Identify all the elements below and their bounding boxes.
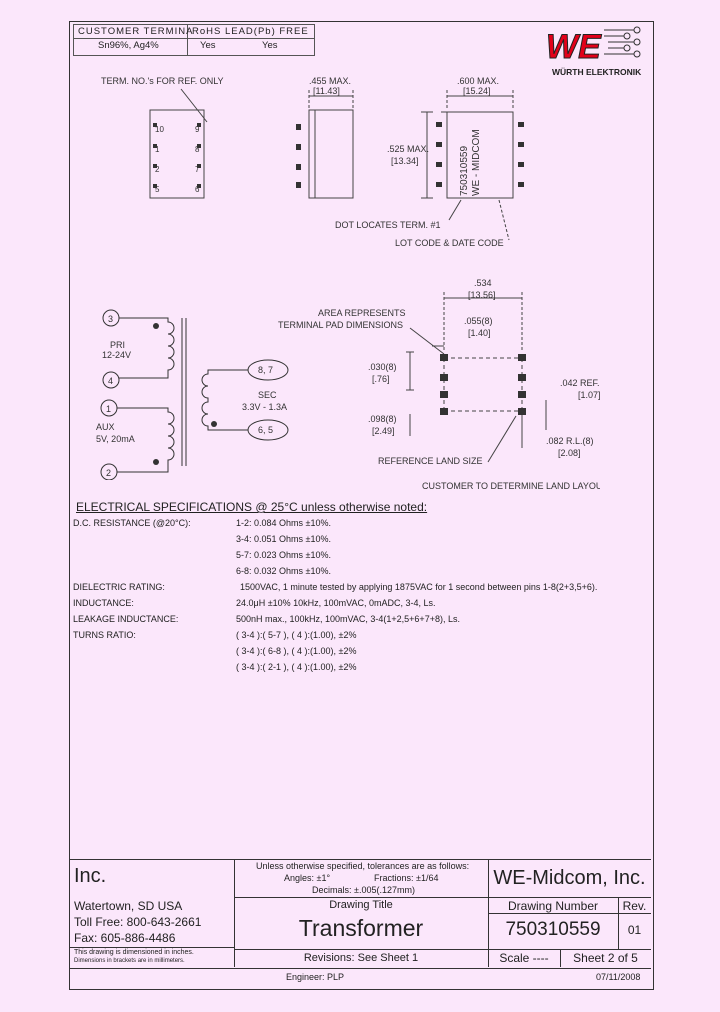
tolerance-fractions: Fractions: ±1/64 bbox=[374, 873, 439, 883]
fax: Fax: 605-886-4486 bbox=[74, 931, 176, 945]
ref-land-note: REFERENCE LAND SIZE bbox=[378, 456, 483, 466]
pin-right-4: 6 bbox=[195, 185, 200, 194]
dcr-label: D.C. RESISTANCE (@20°C): bbox=[73, 518, 191, 528]
drawing-title-label: Drawing Title bbox=[329, 899, 393, 911]
company-name: Inc. bbox=[74, 865, 107, 887]
date: 07/11/2008 bbox=[596, 972, 641, 982]
tolerance-heading: Unless otherwise specified, tolerances a… bbox=[256, 861, 470, 871]
brand-name: WE-Midcom, Inc. bbox=[493, 867, 646, 889]
wurth-logo: WE WÜRTH ELEKTRONIK bbox=[546, 26, 642, 77]
lot-note: LOT CODE & DATE CODE bbox=[395, 238, 504, 248]
customer-note: CUSTOMER TO DETERMINE LAND LAYOUT bbox=[422, 481, 600, 491]
pri-voltage: 12-24V bbox=[102, 350, 131, 360]
table-leadfree: Yes bbox=[262, 40, 278, 51]
pad-h-in: .030(8) bbox=[368, 362, 397, 372]
pad-h-mm: [.76] bbox=[372, 374, 390, 384]
height-in: .525 MAX. bbox=[387, 144, 429, 154]
terminal-finish-table: CUSTOMER TERMINA RoHS LEAD(Pb) FREE Sn96… bbox=[73, 24, 315, 56]
revisions: Revisions: See Sheet 1 bbox=[303, 952, 419, 964]
dielectric-value: 1500VAC, 1 minute tested by applying 187… bbox=[240, 582, 598, 592]
pin-left-1: 10 bbox=[155, 125, 164, 134]
inductance-value: 24.0μH ±10% 10kHz, 100mVAC, 0mADC, 3-4, … bbox=[236, 598, 436, 608]
table-material: Sn96%, Ag4% bbox=[98, 40, 159, 51]
area-note-2: TERMINAL PAD DIMENSIONS bbox=[278, 320, 403, 330]
table-col1-header: CUSTOMER TERMINA bbox=[78, 26, 194, 37]
term-note: TERM. NO.'s FOR REF. ONLY bbox=[101, 76, 224, 86]
sheet: Sheet 2 of 5 bbox=[573, 951, 638, 965]
logo-mark: WE bbox=[546, 28, 602, 66]
drawing-frame bbox=[69, 21, 654, 990]
leakage-label: LEAKAGE INDUCTANCE: bbox=[73, 614, 179, 624]
drawing-number: 750310559 bbox=[505, 919, 601, 940]
part-marking-2: WE - MIDCOM bbox=[471, 129, 482, 196]
sec-rating: 3.3V - 1.3A bbox=[242, 402, 287, 412]
top-in: .534 bbox=[474, 278, 492, 288]
aux-pin-bottom: 2 bbox=[106, 468, 111, 478]
disclaimer-1: This drawing is dimensioned in inches. bbox=[74, 949, 194, 956]
rl-mm: [2.08] bbox=[558, 448, 581, 458]
rev-label: Rev. bbox=[622, 899, 647, 913]
disclaimer-2: Dimensions in brackets are in millimeter… bbox=[74, 958, 185, 964]
tolerance-decimals: Decimals: ±.005(.127mm) bbox=[312, 885, 415, 895]
rl-in: .082 R.L.(8) bbox=[546, 436, 594, 446]
pri-pin-top: 3 bbox=[108, 314, 113, 324]
sec-pin-bottom: 6, 5 bbox=[258, 425, 273, 435]
length-mm: [15.24] bbox=[463, 86, 491, 96]
sec-pin-top: 8, 7 bbox=[258, 365, 273, 375]
width-mm: [11.43] bbox=[313, 86, 340, 96]
dot-note: DOT LOCATES TERM. #1 bbox=[335, 220, 441, 230]
drawing-number-label: Drawing Number bbox=[507, 899, 599, 913]
pitch-in: .098(8) bbox=[368, 414, 397, 424]
dcr-4: 6-8: 0.032 Ohms ±10%. bbox=[236, 566, 331, 576]
specs-heading: ELECTRICAL SPECIFICATIONS @ 25°C unless … bbox=[76, 500, 428, 514]
aux-label: AUX bbox=[96, 422, 115, 432]
pin-left-3: 2 bbox=[155, 165, 160, 174]
turns-2: ( 3-4 ):( 6-8 ), ( 4 ):(1.00), ±2% bbox=[236, 646, 357, 656]
table-rohs: Yes bbox=[200, 40, 216, 51]
pad-w-in: .055(8) bbox=[464, 316, 493, 326]
inductance-label: INDUCTANCE: bbox=[73, 598, 134, 608]
dcr-3: 5-7: 0.023 Ohms ±10%. bbox=[236, 550, 331, 560]
height-mm: [13.34] bbox=[391, 156, 419, 166]
land-pattern-drawing: .534 [13.56] AREA REPRESENTS TERMINAL PA… bbox=[278, 278, 600, 491]
revision-number: 01 bbox=[627, 923, 642, 937]
turns-1: ( 3-4 ):( 5-7 ), ( 4 ):(1.00), ±2% bbox=[236, 630, 357, 640]
area-note-1: AREA REPRESENTS bbox=[318, 308, 406, 318]
scale: Scale ---- bbox=[499, 951, 549, 965]
top-mm: [13.56] bbox=[468, 290, 496, 300]
sec-label: SEC bbox=[258, 390, 277, 400]
part-marking-1: 750310559 bbox=[459, 146, 470, 196]
pin-right-3: 7 bbox=[195, 165, 200, 174]
pin-left-2: 1 bbox=[155, 145, 160, 154]
mechanical-drawing: 10 1 2 5 9 8 7 6 TERM. NO.'s FOR REF. ON… bbox=[101, 76, 524, 248]
pri-pin-bottom: 4 bbox=[108, 376, 113, 386]
aux-rating: 5V, 20mA bbox=[96, 434, 135, 444]
dcr-1: 1-2: 0.084 Ohms ±10%. bbox=[236, 518, 331, 528]
length-in: .600 MAX. bbox=[457, 76, 499, 86]
turns-3: ( 3-4 ):( 2-1 ), ( 4 ):(1.00), ±2% bbox=[236, 662, 357, 672]
pin-right-2: 8 bbox=[195, 145, 200, 154]
width-in: .455 MAX. bbox=[309, 76, 351, 86]
toll-free: Toll Free: 800-643-2661 bbox=[74, 915, 202, 929]
turns-label: TURNS RATIO: bbox=[73, 630, 136, 640]
title-block: Inc. Watertown, SD USA Toll Free: 800-64… bbox=[70, 859, 651, 967]
tolerance-angles: Angles: ±1° bbox=[284, 873, 331, 883]
logo-company: WÜRTH ELEKTRONIK bbox=[552, 67, 642, 77]
table-col2-header: RoHS LEAD(Pb) FREE bbox=[192, 26, 309, 37]
ref-mm: [1.07] bbox=[578, 390, 600, 400]
ref-in: .042 REF.(8) bbox=[560, 378, 600, 388]
leakage-value: 500nH max., 100kHz, 100mVAC, 3-4(1+2,5+6… bbox=[236, 614, 460, 624]
pitch-mm: [2.49] bbox=[372, 426, 395, 436]
pin-right-1: 9 bbox=[195, 125, 200, 134]
drawing-title: Transformer bbox=[298, 915, 424, 941]
schematic-diagram: 3 4 1 2 PRI 12-24V AUX 5V, 20mA 8, 7 6, … bbox=[96, 309, 289, 480]
pri-label: PRI bbox=[110, 340, 125, 350]
aux-pin-top: 1 bbox=[106, 404, 111, 414]
pad-w-mm: [1.40] bbox=[468, 328, 491, 338]
dielectric-label: DIELECTRIC RATING: bbox=[73, 582, 165, 592]
pin-left-4: 5 bbox=[155, 185, 160, 194]
dcr-2: 3-4: 0.051 Ohms ±10%. bbox=[236, 534, 331, 544]
engineer: Engineer: PLP bbox=[286, 972, 345, 982]
location: Watertown, SD USA bbox=[74, 899, 183, 913]
